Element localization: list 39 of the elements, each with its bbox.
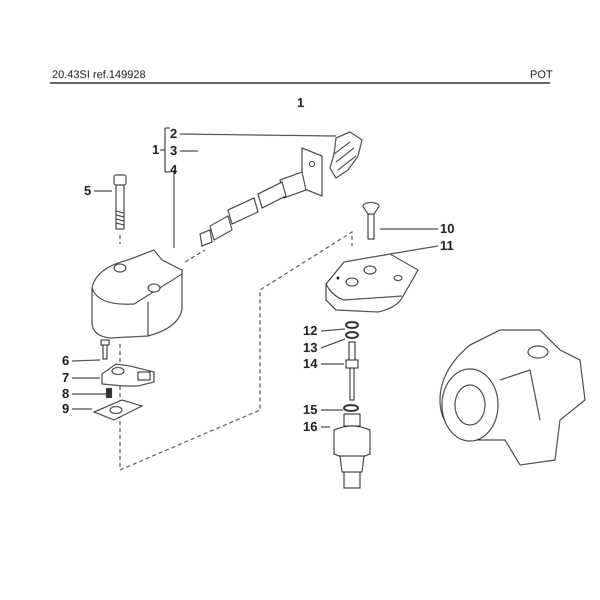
screw-drawing xyxy=(100,340,110,360)
callout-number: 10 xyxy=(440,222,454,236)
plunger-drawing xyxy=(344,342,360,402)
figure-number: 1 xyxy=(297,96,304,110)
pin-drawing xyxy=(106,388,112,398)
leader-line xyxy=(390,246,438,254)
washer-drawing xyxy=(345,321,359,329)
callout-number: 6 xyxy=(62,354,70,368)
leader-line xyxy=(180,150,198,152)
callout-number: 16 xyxy=(303,420,318,434)
callout-number: 15 xyxy=(303,403,318,417)
o-ring-drawing xyxy=(343,404,359,412)
callout-number: 2 xyxy=(170,127,178,141)
callout-number: 5 xyxy=(84,184,92,198)
callout-number: 14 xyxy=(303,357,318,371)
drawing-reference: 20.43SI ref.149928 xyxy=(52,68,146,82)
leader-line xyxy=(320,338,346,348)
callout-number: 7 xyxy=(62,371,70,385)
leader-line xyxy=(180,134,336,136)
leader-line xyxy=(380,228,438,230)
seal-ring-drawing xyxy=(345,331,359,339)
leader-line xyxy=(72,360,100,362)
callout-number: 11 xyxy=(440,239,454,253)
section-code: POT xyxy=(530,68,553,82)
callout-number: 12 xyxy=(303,324,318,338)
callout-number: 9 xyxy=(62,402,70,416)
callout-number: 3 xyxy=(170,144,178,158)
leader-line xyxy=(320,328,346,332)
callout-number: 13 xyxy=(303,341,318,355)
sensor-drawing xyxy=(100,362,156,388)
leader-line xyxy=(320,426,330,428)
gasket-drawing xyxy=(92,398,144,422)
callout-number: 1 xyxy=(152,143,160,157)
bolt-drawing xyxy=(112,175,128,231)
leader-line xyxy=(94,190,112,192)
leader-line xyxy=(72,408,92,410)
callout-number: 4 xyxy=(170,163,178,177)
callout-number: 8 xyxy=(62,387,70,401)
countersunk-screw-drawing xyxy=(362,202,380,240)
